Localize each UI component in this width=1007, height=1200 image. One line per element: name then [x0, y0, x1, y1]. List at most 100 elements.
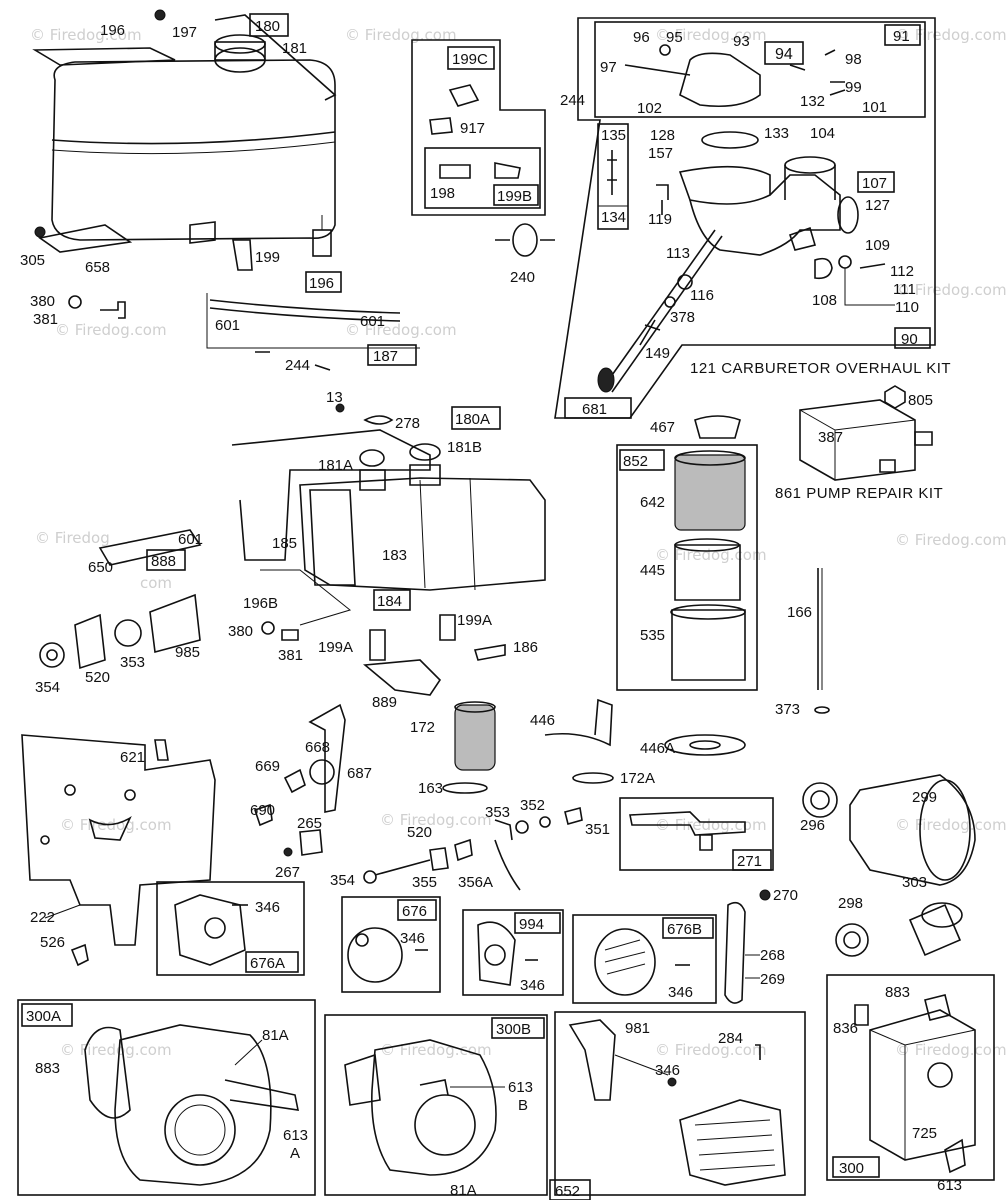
part-label: 353 [485, 804, 510, 821]
box-label: 300A [26, 1008, 61, 1025]
muffler-300a-group: 300A 883 81A 613 A [17, 999, 316, 1196]
fuel-line-187: 187 601 601 244 [206, 293, 420, 374]
part-label: 380 [30, 293, 55, 310]
part-label: B [518, 1097, 528, 1114]
air-filter-445 [674, 544, 741, 601]
part-label: 222 [30, 909, 55, 926]
watermark: © Firedog.com [895, 281, 1007, 299]
part-label: 199 [255, 249, 280, 266]
part-label: 185 [272, 535, 297, 552]
part-label: 112 [890, 263, 914, 280]
watermark: © Firedog.com [380, 811, 492, 829]
part-label: 101 [862, 99, 887, 116]
watermark: © Firedog.com [895, 26, 1007, 44]
part-label: 446 [530, 712, 555, 729]
part-label: 354 [330, 872, 355, 889]
part-label: 380 [228, 623, 253, 640]
part-label: 621 [120, 749, 145, 766]
part-label: A [290, 1145, 300, 1162]
part-label: 244 [285, 357, 310, 374]
muffler-300b-group: 300B 613 B 81A [324, 1014, 548, 1199]
part-label: 111 [893, 281, 916, 298]
ignition-ground-group: 354 520 355 356A 353 352 351 [330, 797, 610, 891]
box-label: 994 [519, 916, 544, 933]
muffler-300-group: 300 883 836 725 613 [826, 974, 995, 1194]
part-label: 108 [812, 292, 837, 309]
part-label: 981 [625, 1020, 650, 1037]
kit-label-carburetor: 121 CARBURETOR OVERHAUL KIT [690, 360, 951, 377]
watermark: © Firedog.com [30, 26, 142, 44]
part-label: 601 [360, 313, 385, 330]
tank-gasket-196 [32, 47, 176, 66]
part-label: 650 [88, 559, 113, 576]
part-label: 13 [326, 389, 343, 406]
part-label: 265 [297, 815, 322, 832]
bracket-271-group: 271 [619, 797, 774, 871]
watermark: © Firedog.com [895, 816, 1007, 834]
tank-strap-658 [38, 224, 133, 253]
box-label: 681 [582, 401, 607, 418]
part-label: 157 [648, 145, 673, 162]
part-label: 199A [457, 612, 492, 629]
watermark: © Firedog.com [60, 816, 172, 834]
part-label: 520 [85, 669, 110, 686]
muffler-elbow-group: 296 299 270 298 303 [759, 774, 976, 957]
part-label: 172 [410, 719, 435, 736]
part-label: 346 [520, 977, 545, 994]
watermark: © Firedog.com [60, 1041, 172, 1059]
part-label: 613 [508, 1079, 533, 1096]
part-label: 351 [585, 821, 610, 838]
fuel-filter-199 [232, 239, 253, 271]
part-label: 240 [510, 269, 535, 286]
box-label: 184 [377, 593, 402, 610]
box-label: 676 [402, 903, 427, 920]
part-label: 166 [787, 604, 812, 621]
flywheel-screen-676a-group: 346 676A [156, 881, 305, 976]
fuel-pump-body [799, 399, 916, 481]
part-label: 102 [637, 100, 662, 117]
part-label: 278 [395, 415, 420, 432]
part-label: 305 [20, 252, 45, 269]
box-label: 676A [250, 955, 285, 972]
part-label: 352 [520, 797, 545, 814]
fuel-filter-240: 240 [495, 223, 555, 286]
part-label: 183 [382, 547, 407, 564]
part-label: 668 [305, 739, 330, 756]
box-label: 196 [309, 275, 334, 292]
fitting-199c-group: 199C 917 198 199B [411, 39, 546, 216]
part-label: 378 [670, 309, 695, 326]
part-label: 284 [718, 1030, 743, 1047]
part-label: 446A [640, 740, 675, 757]
part-label: 889 [372, 694, 397, 711]
part-label: 346 [655, 1062, 680, 1079]
part-label: 445 [640, 562, 665, 579]
part-label: 299 [912, 789, 937, 806]
box-label: 180A [455, 411, 490, 428]
part-label: 669 [255, 758, 280, 775]
carb-bowl-body [689, 174, 841, 256]
part-label: 346 [668, 984, 693, 1001]
watermarks: © Firedog.com © Firedog.com © Firedog.co… [30, 26, 1007, 1059]
tank-bracket-180a [231, 429, 431, 561]
part-label: 128 [650, 127, 675, 144]
part-label: 985 [175, 644, 200, 661]
part-label: 535 [640, 627, 665, 644]
part-label: 181B [447, 439, 482, 456]
governor-group: 668 669 687 690 265 267 [250, 703, 372, 881]
part-label: 303 [902, 874, 927, 891]
watermark: © Firedog.com [55, 321, 167, 339]
kit-label-pump: 861 PUMP REPAIR KIT [775, 485, 943, 502]
fuel-pump-387-group: 805 387 861 PUMP REPAIR KIT [775, 385, 943, 502]
box-label: 300 [839, 1160, 864, 1177]
watermark: © Firedog.com [895, 1041, 1007, 1059]
part-label: 836 [833, 1020, 858, 1037]
part-label: 110 [895, 299, 919, 316]
part-label: 520 [407, 824, 432, 841]
box-label: 94 [775, 46, 793, 63]
part-label: 244 [560, 92, 585, 109]
fuel-tank-group: 180 196 197 181 305 658 199 [20, 9, 337, 276]
screen-676b-group: 676B 346 [572, 914, 717, 1004]
part-label: 613 [283, 1127, 308, 1144]
part-label: 109 [865, 237, 890, 254]
part-label: 296 [800, 817, 825, 834]
